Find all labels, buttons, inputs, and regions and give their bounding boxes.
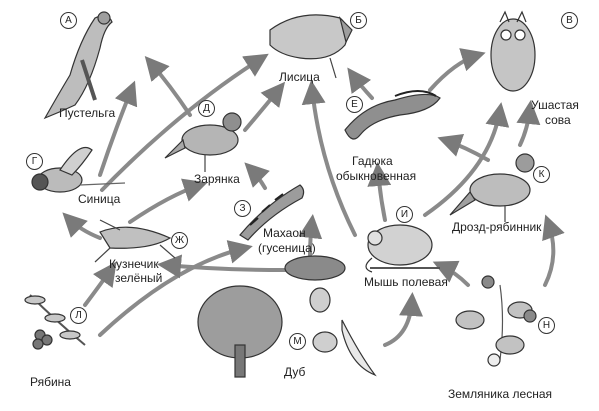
arrow-oak-to-grasshopper bbox=[157, 254, 287, 279]
badge-thrush: К bbox=[533, 166, 550, 183]
arrow-caterpillar-to-robin bbox=[244, 162, 270, 190]
arrow-tit-to-fox bbox=[100, 53, 269, 192]
badge-oak: М bbox=[289, 333, 306, 350]
viper-icon bbox=[344, 90, 441, 140]
label-oak: Дуб bbox=[284, 365, 306, 379]
badge-robin: Д bbox=[198, 100, 215, 117]
arrow-viper-to-owl bbox=[428, 48, 486, 92]
rowan-icon bbox=[24, 294, 86, 350]
caterpillar-icon bbox=[239, 184, 305, 241]
arrow-rowan-to-grasshopper bbox=[83, 261, 117, 307]
arrow-grasshopper-to-robin bbox=[128, 178, 208, 224]
label-caterpillar-line1: Махаон bbox=[263, 226, 306, 240]
thrush-icon bbox=[449, 153, 535, 222]
arrow-strawberry-to-thrush bbox=[542, 214, 565, 287]
label-grasshopper-line2: зелёный bbox=[115, 271, 163, 285]
arrow-mouse-to-owl bbox=[423, 102, 510, 217]
label-grasshopper-line1: Кузнечик bbox=[109, 257, 159, 271]
strawberry-icon bbox=[455, 275, 537, 367]
arrow-oak-to-mouse bbox=[383, 292, 424, 347]
badge-tit: Г bbox=[26, 153, 43, 170]
arrow-thrush-to-owl bbox=[516, 100, 541, 147]
label-kestrel: Пустельга bbox=[59, 106, 116, 120]
mouse-icon bbox=[365, 224, 440, 273]
label-fox: Лисица bbox=[279, 70, 320, 84]
badge-rowan: Л bbox=[70, 307, 87, 324]
label-tit: Синица bbox=[78, 192, 121, 206]
arrow-robin-to-fox bbox=[243, 81, 286, 132]
arrow-thrush-to-viper bbox=[437, 133, 490, 162]
arrow-robin-to-kestrel bbox=[144, 55, 192, 117]
label-owl-line1: Ушастая bbox=[531, 98, 579, 112]
badge-kestrel: А bbox=[60, 12, 77, 29]
badge-caterpillar: З bbox=[234, 200, 251, 217]
arrow-oak-to-caterpillar bbox=[298, 214, 323, 257]
kestrel-icon bbox=[43, 11, 113, 120]
robin-icon bbox=[164, 112, 242, 172]
badge-viper: Е bbox=[346, 96, 363, 113]
grasshopper-icon bbox=[94, 219, 176, 263]
label-thrush: Дрозд-рябинник bbox=[452, 220, 542, 234]
label-viper-line2: обыкновенная bbox=[336, 169, 417, 183]
badge-grasshopper: Ж bbox=[171, 232, 188, 249]
owl-icon bbox=[490, 10, 536, 92]
badge-owl: В bbox=[561, 12, 578, 29]
label-rowan: Рябина bbox=[30, 375, 71, 389]
label-owl-line2: сова bbox=[545, 113, 571, 127]
fox-icon bbox=[269, 14, 353, 79]
label-robin: Зарянка bbox=[194, 172, 240, 186]
label-caterpillar-line2: (гусеница) bbox=[258, 241, 316, 255]
label-mouse: Мышь полевая bbox=[364, 275, 448, 289]
arrow-viper-to-fox bbox=[347, 67, 374, 100]
label-viper-line1: Гадюка bbox=[352, 154, 393, 168]
badge-mouse: И bbox=[396, 206, 413, 223]
arrow-mouse-to-fox bbox=[301, 80, 357, 237]
arrow-tit-to-kestrel bbox=[98, 80, 138, 177]
badge-fox: Б bbox=[350, 12, 367, 29]
arrow-mouse-to-viper bbox=[367, 162, 392, 222]
label-strawberry: Земляника лесная bbox=[448, 387, 552, 401]
arrow-strawberry-to-mouse bbox=[432, 260, 470, 287]
badge-strawberry: Н bbox=[538, 317, 555, 334]
oak-icon bbox=[197, 255, 377, 378]
arrow-grasshopper-to-tit bbox=[62, 212, 102, 240]
tit-icon bbox=[31, 146, 126, 193]
